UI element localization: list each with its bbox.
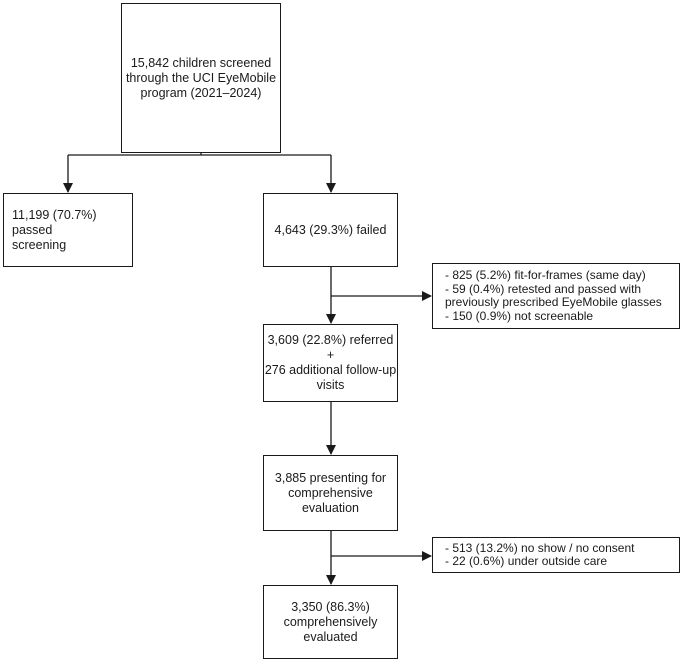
passed-screening-box: 11,199 (70.7%) passed screening [3,193,133,267]
exclusion-box-2: - 513 (13.2%) no show / no consent - 22 … [432,537,680,573]
presenting-box: 3,885 presenting for comprehensive evalu… [263,455,398,531]
exclusion-box-1: - 825 (5.2%) fit-for-frames (same day) -… [432,263,680,329]
exclusion-1-text: - 825 (5.2%) fit-for-frames (same day) -… [445,268,662,323]
evaluated-box: 3,350 (86.3%) comprehensively evaluated [263,585,398,659]
referred-text: 3,609 (22.8%) referred + 276 additional … [264,333,397,392]
evaluated-text: 3,350 (86.3%) comprehensively evaluated [283,599,378,644]
exclusion-2-text: - 513 (13.2%) no show / no consent - 22 … [445,540,635,568]
screened-box: 15,842 children screened through the UCI… [121,3,281,153]
referred-box: 3,609 (22.8%) referred + 276 additional … [263,324,398,402]
presenting-text: 3,885 presenting for comprehensive evalu… [274,470,387,515]
screened-text: 15,842 children screened through the UCI… [125,55,277,100]
failed-screening-box: 4,643 (29.3%) failed [263,193,398,267]
failed-screening-text: 4,643 (29.3%) failed [274,222,387,237]
passed-screening-text: 11,199 (70.7%) passed screening [12,207,97,252]
